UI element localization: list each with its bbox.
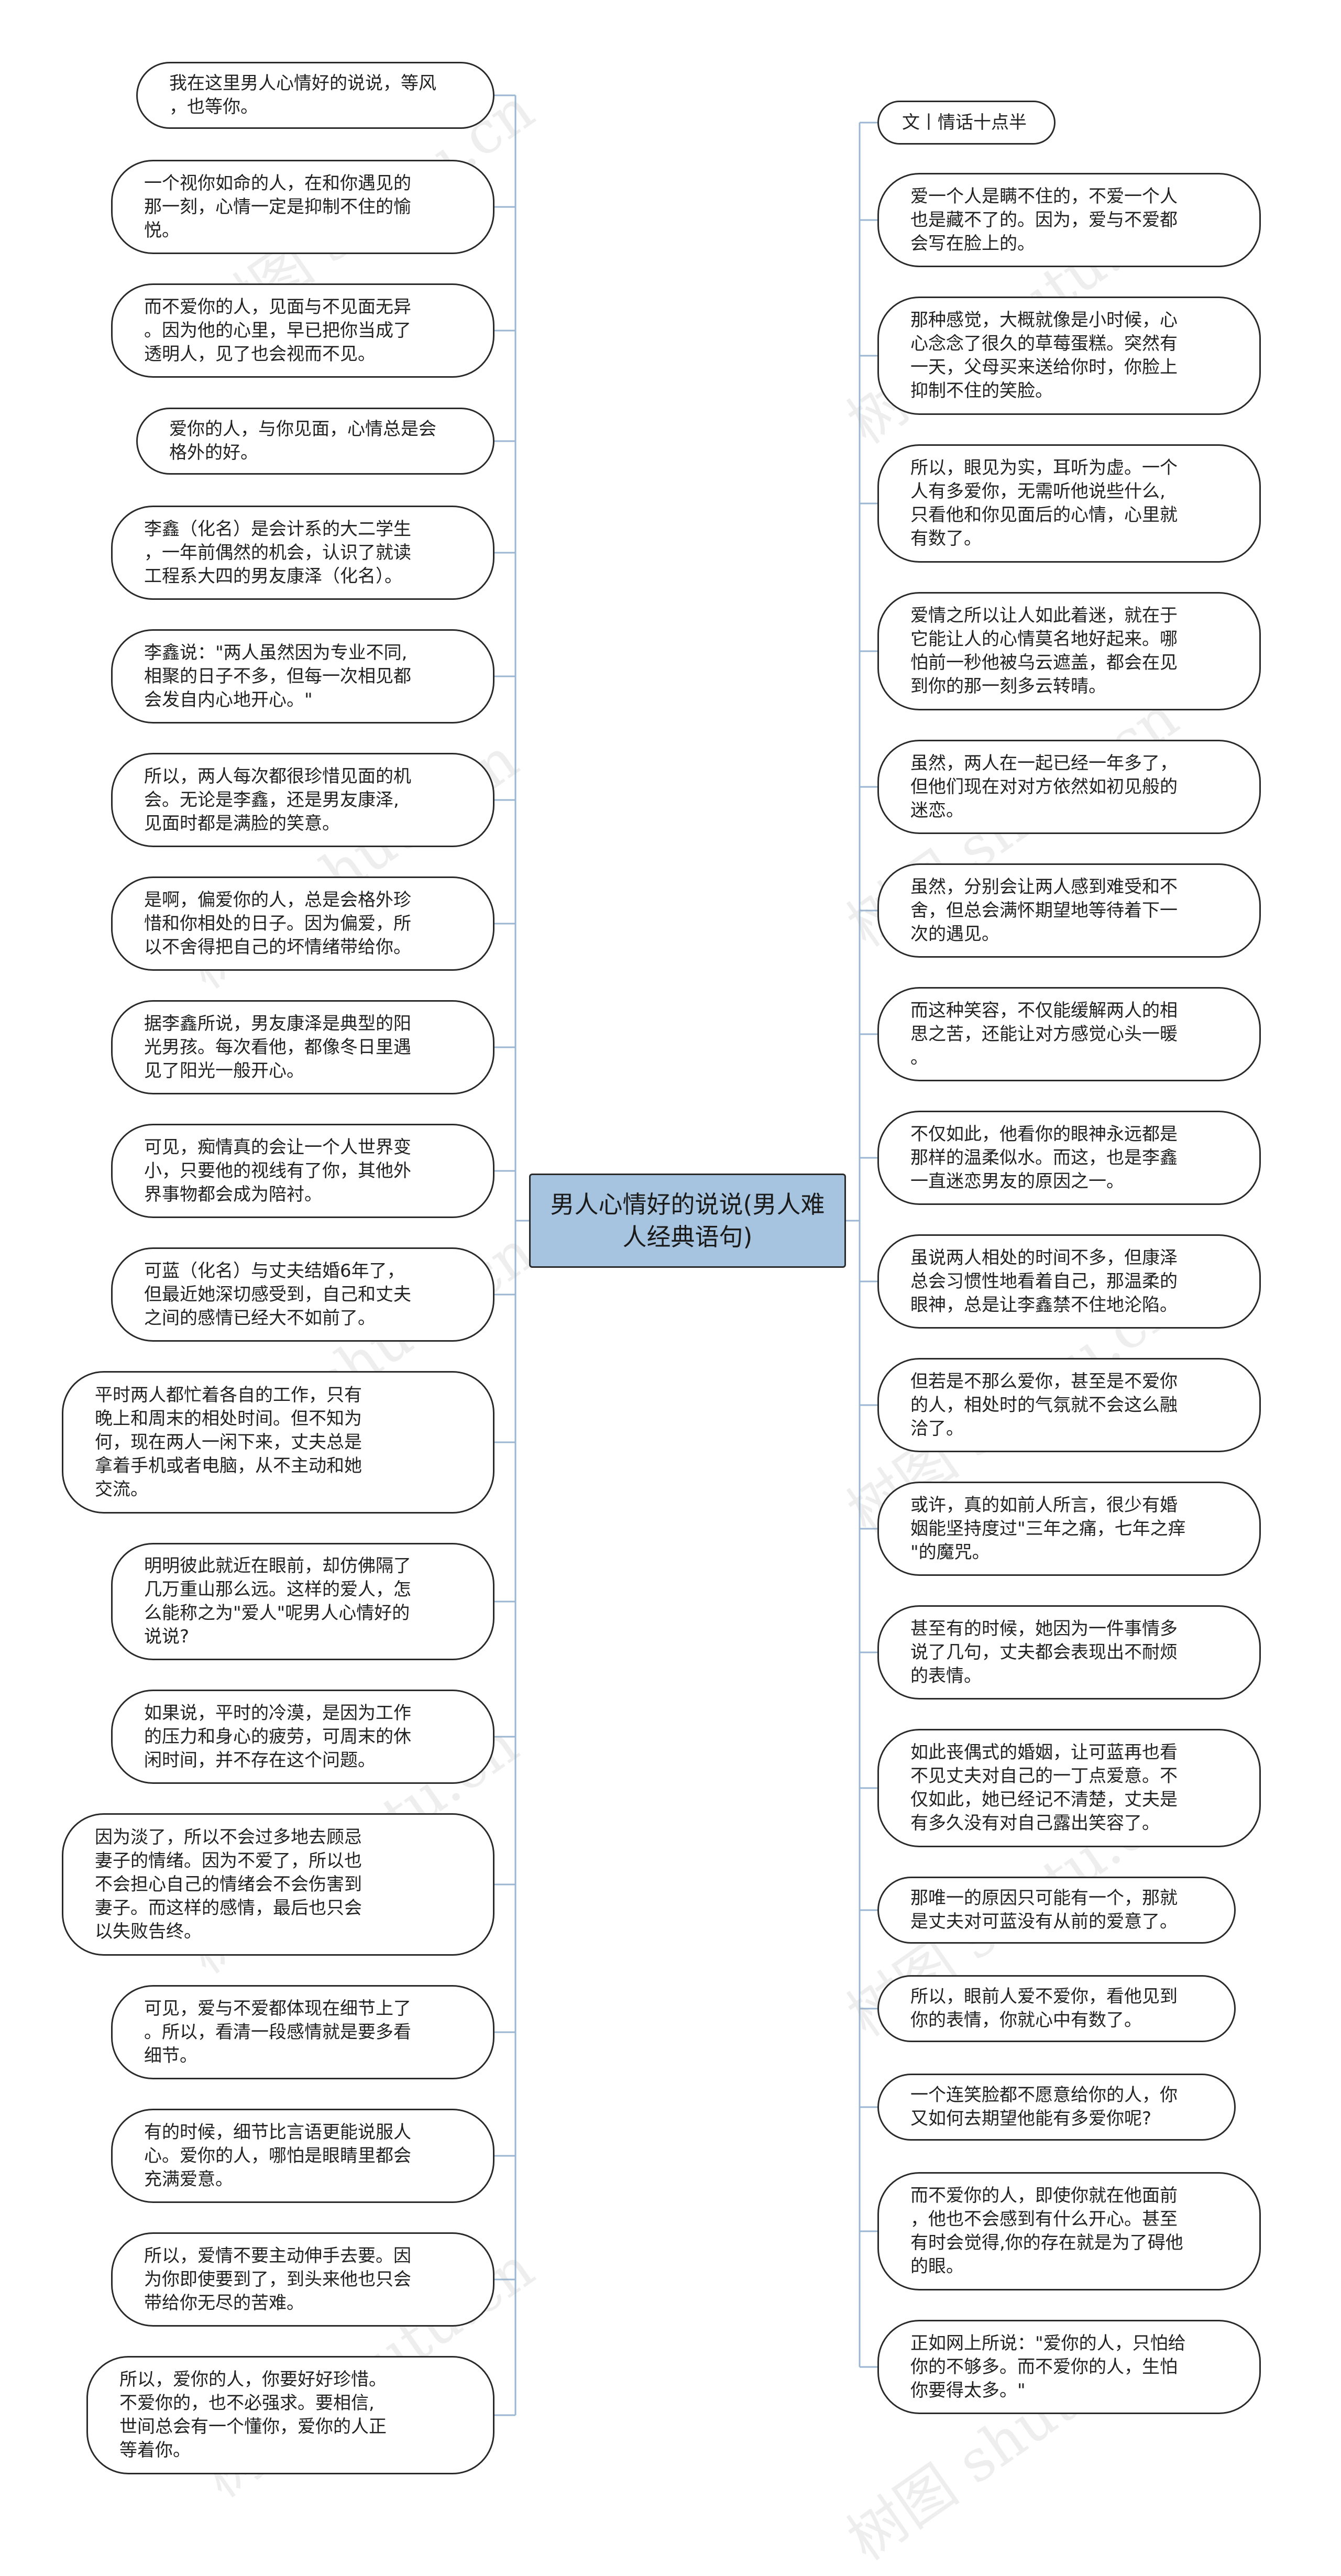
left-topic-19[interactable]: 所以，爱你的人，你要好好珍惜。 不爱你的，也不必强求。要相信, 世间总会有一个懂… [86, 2356, 494, 2474]
root-topic[interactable]: 男人心情好的说说(男人难 人经典语句) [529, 1174, 846, 1268]
right-topic-7[interactable]: 虽然，分别会让两人感到难受和不 舍，但总会满怀期望地等待着下一 次的遇见。 [877, 863, 1261, 958]
left-topic-2[interactable]: 一个视你如命的人，在和你遇见的 那一刻，心情一定是抑制不住的愉 悦。 [111, 160, 494, 254]
right-topic-11[interactable]: 但若是不那么爱你，甚至是不爱你 的人，相处时的气氛就不会这么融 洽了。 [877, 1358, 1261, 1452]
right-topic-12[interactable]: 或许，真的如前人所言，很少有婚 姻能坚持度过"三年之痛，七年之痒 "的魔咒。 [877, 1482, 1261, 1576]
right-topic-19[interactable]: 正如网上所说："爱你的人，只怕给 你的不够多。而不爱你的人，生怕 你要得太多。" [877, 2320, 1261, 2414]
left-topic-8[interactable]: 是啊，偏爱你的人，总是会格外珍 惜和你相处的日子。因为偏爱，所 以不舍得把自己的… [111, 876, 494, 971]
right-topic-13[interactable]: 甚至有的时候，她因为一件事情多 说了几句，丈夫都会表现出不耐烦 的表情。 [877, 1605, 1261, 1700]
left-topic-13[interactable]: 明明彼此就近在眼前，却仿佛隔了 几万重山那么远。这样的爱人，怎 么能称之为"爱人… [111, 1543, 494, 1660]
right-topic-8[interactable]: 而这种笑容，不仅能缓解两人的相 思之苦，还能让对方感觉心头一暖 。 [877, 987, 1261, 1081]
right-topic-10[interactable]: 虽说两人相处的时间不多，但康泽 总会习惯性地看着自己，那温柔的 眼神，总是让李鑫… [877, 1234, 1261, 1329]
right-topic-16[interactable]: 所以，眼前人爱不爱你，看他见到 你的表情，你就心中有数了。 [877, 1975, 1236, 2042]
left-topic-12[interactable]: 平时两人都忙着各自的工作，只有 晚上和周末的相处时间。但不知为 何，现在两人一闲… [62, 1371, 494, 1514]
right-topic-1[interactable]: 文丨情话十点半 [877, 101, 1056, 145]
right-topic-17[interactable]: 一个连笑脸都不愿意给你的人，你 又如何去期望他能有多爱你呢? [877, 2074, 1236, 2141]
left-topic-3[interactable]: 而不爱你的人，见面与不见面无异 。因为他的心里，早已把你当成了 透明人，见了也会… [111, 283, 494, 378]
left-topic-17[interactable]: 有的时候，细节比言语更能说服人 心。爱你的人，哪怕是眼睛里都会 充满爱意。 [111, 2109, 494, 2203]
right-topic-4[interactable]: 所以，眼见为实，耳听为虚。一个 人有多爱你，无需听他说些什么, 只看他和你见面后… [877, 444, 1261, 563]
right-topic-2[interactable]: 爱一个人是瞒不住的，不爱一个人 也是藏不了的。因为，爱与不爱都 会写在脸上的。 [877, 173, 1261, 267]
right-topic-14[interactable]: 如此丧偶式的婚姻，让可蓝再也看 不见丈夫对自己的一丁点爱意。不 仅如此，她已经记… [877, 1729, 1261, 1847]
left-topic-7[interactable]: 所以，两人每次都很珍惜见面的机 会。无论是李鑫，还是男友康泽, 见面时都是满脸的… [111, 753, 494, 847]
left-topic-5[interactable]: 李鑫（化名）是会计系的大二学生 ，一年前偶然的机会，认识了就读 工程系大四的男友… [111, 506, 494, 600]
right-topic-3[interactable]: 那种感觉，大概就像是小时候，心 心念念了很久的草莓蛋糕。突然有 一天，父母买来送… [877, 297, 1261, 415]
right-topic-6[interactable]: 虽然，两人在一起已经一年多了， 但他们现在对对方依然如初见般的 迷恋。 [877, 740, 1261, 834]
left-topic-10[interactable]: 可见，痴情真的会让一个人世界变 小，只要他的视线有了你，其他外 界事物都会成为陪… [111, 1124, 494, 1218]
left-topic-16[interactable]: 可见，爱与不爱都体现在细节上了 。所以，看清一段感情就是要多看 细节。 [111, 1985, 494, 2079]
right-topic-18[interactable]: 而不爱你的人，即使你就在他面前 ，他也不会感到有什么开心。甚至 有时会觉得,你的… [877, 2172, 1261, 2290]
right-topic-5[interactable]: 爱情之所以让人如此着迷，就在于 它能让人的心情莫名地好起来。哪 怕前一秒他被乌云… [877, 592, 1261, 710]
left-topic-6[interactable]: 李鑫说："两人虽然因为专业不同, 相聚的日子不多，但每一次相见都 会发自内心地开… [111, 629, 494, 724]
right-topic-15[interactable]: 那唯一的原因只可能有一个，那就 是丈夫对可蓝没有从前的爱意了。 [877, 1877, 1236, 1944]
left-topic-9[interactable]: 据李鑫所说，男友康泽是典型的阳 光男孩。每次看他，都像冬日里遇 见了阳光一般开心… [111, 1000, 494, 1094]
left-topic-1[interactable]: 我在这里男人心情好的说说，等风 ，也等你。 [136, 62, 494, 129]
left-topic-18[interactable]: 所以，爱情不要主动伸手去要。因 为你即使要到了，到头来他也只会 带给你无尽的苦难… [111, 2232, 494, 2327]
left-topic-11[interactable]: 可蓝（化名）与丈夫结婚6年了， 但最近她深切感受到，自己和丈夫 之间的感情已经大… [111, 1247, 494, 1342]
left-topic-14[interactable]: 如果说，平时的冷漠，是因为工作 的压力和身心的疲劳，可周末的休 闲时间，并不存在… [111, 1690, 494, 1784]
left-topic-4[interactable]: 爱你的人，与你见面，心情总是会 格外的好。 [136, 408, 494, 475]
right-topic-9[interactable]: 不仅如此，他看你的眼神永远都是 那样的温柔似水。而这，也是李鑫 一直迷恋男友的原… [877, 1111, 1261, 1205]
left-topic-15[interactable]: 因为淡了，所以不会过多地去顾忌 妻子的情绪。因为不爱了，所以也 不会担心自己的情… [62, 1813, 494, 1956]
